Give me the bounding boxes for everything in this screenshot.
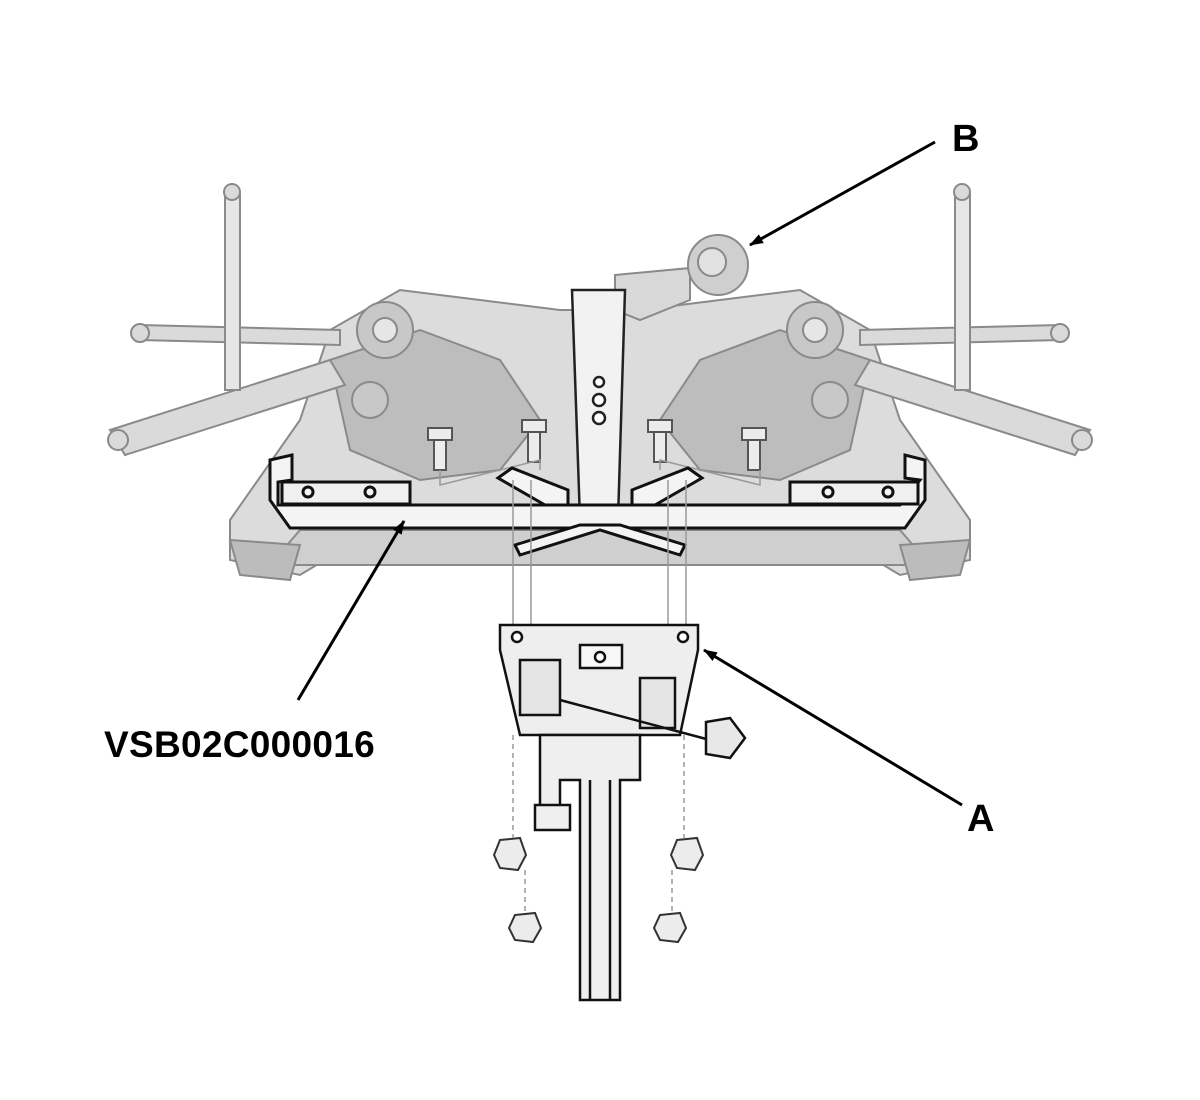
jack-adapter <box>498 623 747 760</box>
nut-1 <box>492 836 528 872</box>
arrow-tool <box>296 520 406 701</box>
bolt-1 <box>427 427 453 471</box>
differential-mount <box>614 234 749 322</box>
jack-upright <box>570 288 627 522</box>
nut-4 <box>652 911 688 944</box>
jack-column <box>533 733 642 1002</box>
nut-guide-lines <box>512 735 685 913</box>
callout-a: A <box>967 798 995 840</box>
suspension-arms <box>107 183 1093 457</box>
nut-3 <box>507 911 543 944</box>
arrow-a <box>703 648 963 807</box>
nut-2 <box>669 836 705 872</box>
bolt-4 <box>741 427 767 471</box>
alignment-lines <box>512 480 687 625</box>
callout-tool-part-number: VSB02C000016 <box>104 724 376 765</box>
bolt-guide-lines <box>439 459 761 486</box>
arrow-b <box>749 140 936 247</box>
subframe-bolts <box>427 419 767 471</box>
leader-arrows <box>296 140 963 807</box>
callout-b: B <box>952 118 980 160</box>
nuts <box>492 836 705 944</box>
bolt-2 <box>521 419 547 463</box>
support-bracket <box>268 453 927 557</box>
